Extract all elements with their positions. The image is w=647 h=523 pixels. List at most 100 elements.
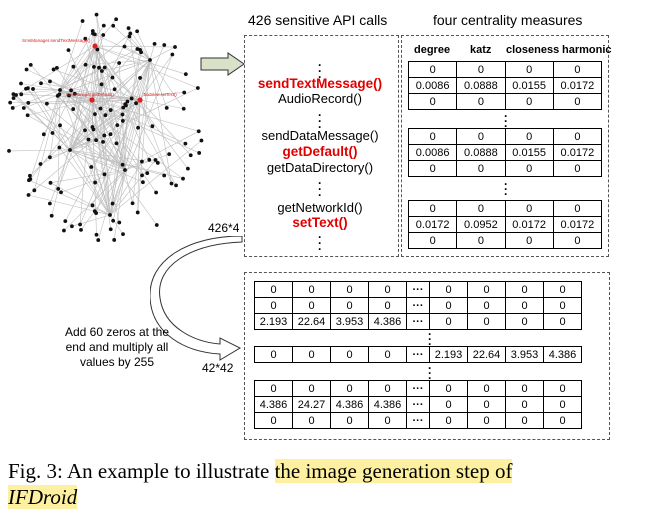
graph-node [28,177,33,182]
table-cell: 4.386 [543,346,582,363]
graph-edge [113,25,151,61]
api-item-getdefault: getDefault() [282,144,358,159]
table-cell: 0 [330,346,369,363]
graph-node [162,43,167,47]
graph-edge [69,77,113,151]
table-cell: 0 [543,380,582,397]
graph-edge [59,25,105,91]
graph-node [28,63,33,67]
graph-node [90,203,95,208]
ellipsis-cell: ··· [406,396,430,413]
table-cell: 0 [543,281,582,298]
graph-edge [71,90,141,101]
api-item-senddatamessage: sendDataMessage() [261,128,379,143]
graph-node [147,157,152,162]
graph-edge [59,125,111,216]
graph-node [83,62,88,67]
graph-node [99,82,104,87]
graph-node [92,209,97,214]
graph-edge [28,179,111,216]
graph-node [141,180,145,185]
graph-node [99,69,104,73]
graph-node [181,106,186,111]
table-cell: 0 [504,200,554,217]
table-cell: 0 [504,128,554,145]
graph-edge [118,62,126,171]
table-cell: 0 [429,297,468,314]
graph-node [71,64,76,69]
column-header-degree: degree [414,44,451,56]
graph-label-getdefault: SmsManager.getDefault() [66,92,114,97]
graph-node [110,75,115,80]
graph-edge [96,14,126,171]
table-cell: 0 [407,160,458,177]
table-cell: 0 [504,232,554,249]
table-cell: 0 [467,412,506,429]
graph-edge [112,59,151,221]
vertical-ellipsis: ··· [318,108,322,134]
table-cell: 0 [552,200,603,217]
table-cell: 0 [552,93,603,110]
graph-edge [139,99,153,127]
graph-node [32,188,37,193]
table-cell: 0 [254,281,293,298]
graph-node [94,232,99,237]
table-cell: 0 [552,232,603,249]
graph-edge [122,99,141,165]
table-cell: 4.386 [368,396,407,413]
graph-edge [34,89,61,191]
graph-node [108,108,113,112]
graph-node [71,107,76,111]
graph-node [111,218,116,223]
graph-node [49,213,54,218]
graph-edge [90,99,141,168]
table-cell: 3.953 [505,346,544,363]
graph-node [121,232,125,237]
ellipsis-cell: ··· [406,313,430,330]
ellipsis-cell: ··· [406,281,430,298]
graph-node [148,58,152,62]
table-cell: 0 [504,93,554,110]
graph-node [152,41,157,46]
table-cell: 0 [467,380,506,397]
table-cell: 0 [456,61,506,78]
table-cell: 0 [407,200,458,217]
vertical-ellipsis: ··· [318,230,322,256]
graph-node [123,168,127,172]
vertical-ellipsis: ··· [318,176,322,202]
graph-edge [94,45,125,47]
table-cell: 0 [456,128,506,145]
graph-edge [50,169,126,184]
table-cell: 0 [543,313,582,330]
graph-node [25,113,30,118]
graph-node [155,161,160,165]
graph-edge [137,99,141,213]
table-cell: 24.27 [292,396,331,413]
graph-edge [109,52,142,216]
ellipsis-cell: ··· [406,412,430,429]
table-cell: 0.0172 [504,216,554,233]
table-cell: 0 [505,412,544,429]
graph-node [41,132,46,137]
transform-note: Add 60 zeros at the end and multiply all… [64,325,170,369]
table-cell: 2.193 [254,313,293,330]
graph-edge [59,89,158,226]
graph-edge [139,99,184,110]
graph-node [19,81,23,86]
ellipsis-cell: ··· [406,346,430,363]
graph-node [101,139,105,144]
column-header-closeness: closeness [506,44,560,56]
graph-edge [132,59,151,204]
graph-edge [136,31,151,61]
graph-node [120,162,125,167]
table-cell: 0 [467,396,506,413]
graph-edge [149,59,172,184]
graph-edge [59,33,131,91]
graph-node [120,112,125,117]
table-cell: 0 [467,281,506,298]
table-cell: 0 [505,396,544,413]
graph-node [89,165,94,169]
table-cell: 0 [467,297,506,314]
graph-edge [92,99,111,216]
